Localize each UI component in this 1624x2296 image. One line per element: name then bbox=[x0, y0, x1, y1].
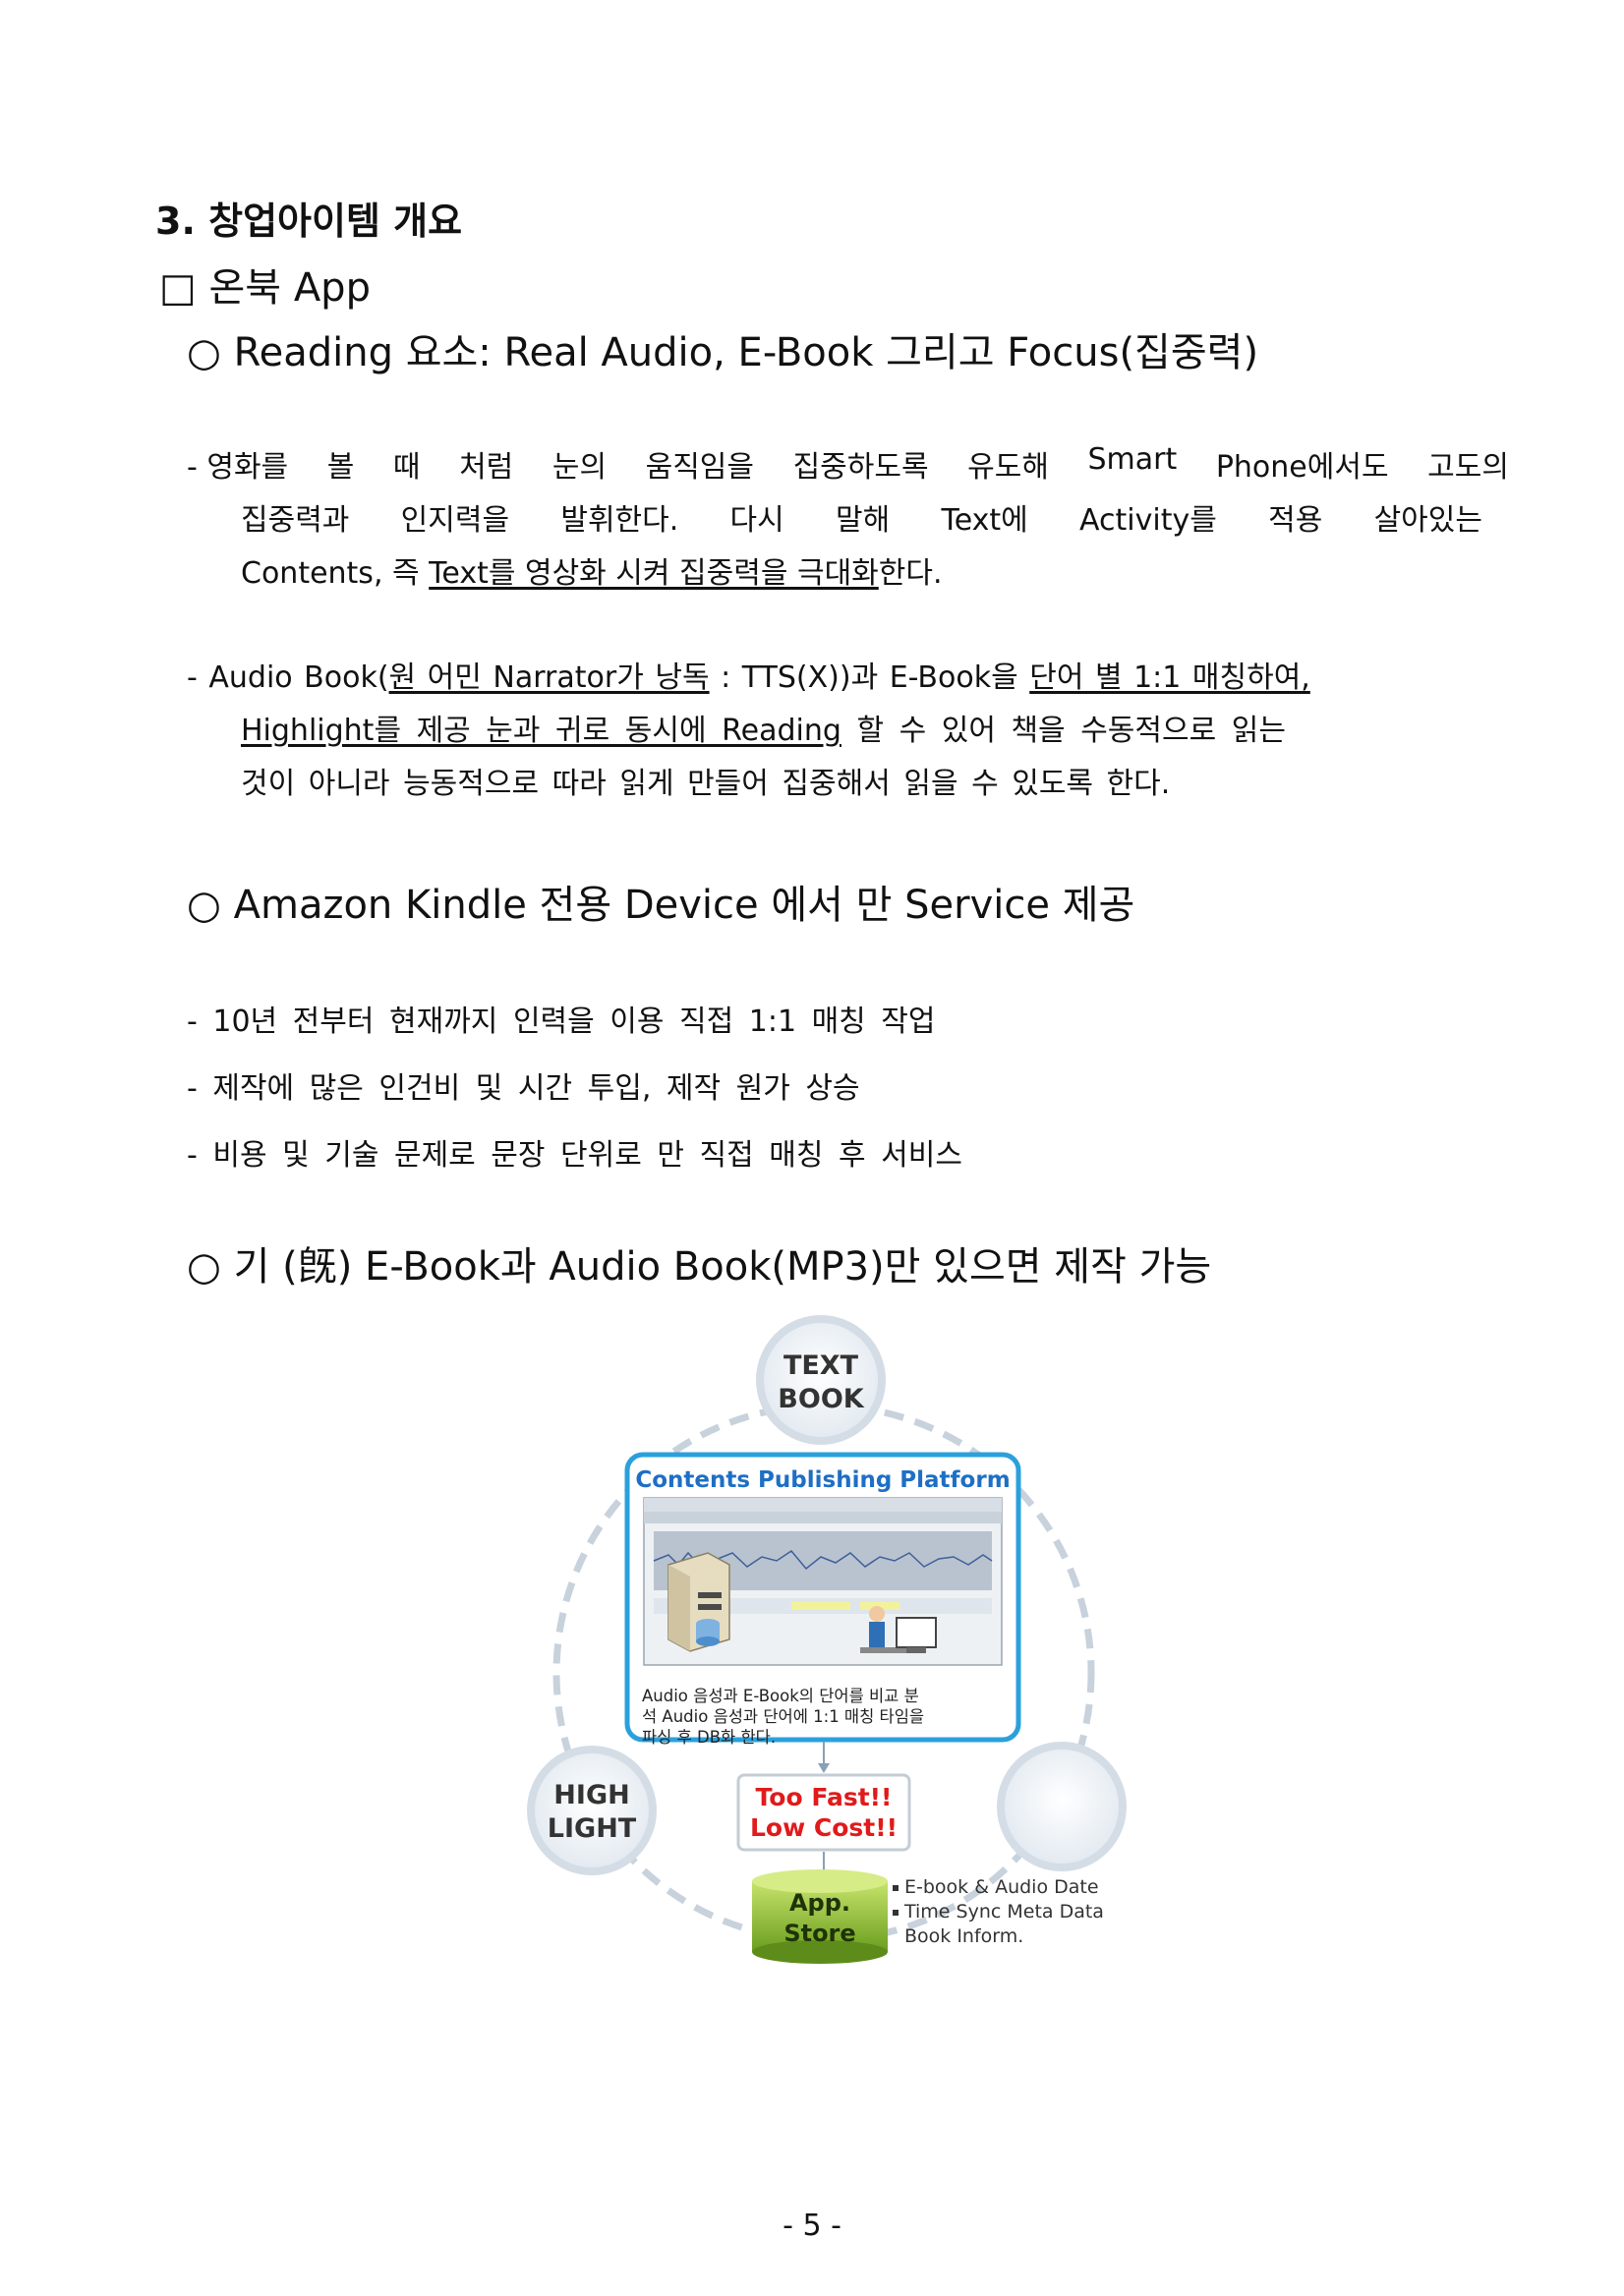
platform-desc-3: 파싱 후 DB화 한다. bbox=[642, 1728, 776, 1747]
para2-l1b: : TTS(X))과 E-Book을 bbox=[709, 660, 1030, 695]
app-store-legend: E-book & Audio Date Time Sync Meta Data … bbox=[893, 1876, 1104, 1947]
para1-line2-word: 말해 bbox=[836, 503, 891, 538]
app-store-label-1: App. bbox=[789, 1889, 850, 1917]
para1-line3: Contents, 즉 Text를 영상화 시켜 집중력을 극대화한다. bbox=[241, 548, 943, 592]
para2-line1: - Audio Book(원 어민 Narrator가 낭독 : TTS(X))… bbox=[187, 653, 1310, 696]
operator-icon bbox=[860, 1606, 937, 1653]
too-fast-label: Too Fast!! bbox=[756, 1783, 893, 1811]
highlight-label-1: HIGH bbox=[553, 1780, 629, 1810]
para1-line1-word: 볼 bbox=[326, 450, 355, 485]
para1-line1-word: - 영화를 bbox=[187, 450, 289, 485]
para1-line2-word: 발휘한다. bbox=[560, 503, 679, 538]
para1-line2: 집중력과 인지력을 발휘한다. 다시 말해 Text에 Activity를 적용 살아있는 bbox=[241, 495, 1482, 539]
too-fast-box: Too Fast!! Low Cost!! bbox=[736, 1773, 911, 1852]
legend-item-2: Time Sync Meta Data bbox=[903, 1901, 1104, 1923]
section-title: 3. 창업아이템 개요 bbox=[155, 200, 463, 243]
text-book-label-2: BOOK bbox=[778, 1384, 864, 1414]
app-store-cylinder: App. Store bbox=[752, 1869, 888, 1964]
app-store-label-2: Store bbox=[783, 1920, 855, 1947]
para2-l1a: - Audio Book( bbox=[187, 660, 389, 695]
para1-line1-word: 고도의 bbox=[1427, 450, 1509, 485]
para1-line2-word: 적용 bbox=[1268, 503, 1323, 538]
server-icon bbox=[667, 1552, 730, 1652]
para1-line1-word: 유도해 bbox=[967, 450, 1049, 485]
highlight-label-2: LIGHT bbox=[548, 1813, 637, 1844]
empty-node bbox=[997, 1742, 1127, 1871]
para2-narrator: 원 어민 Narrator가 낭독 bbox=[388, 660, 710, 695]
legend-item-1: E-book & Audio Date bbox=[904, 1876, 1099, 1898]
low-cost-label: Low Cost!! bbox=[750, 1813, 898, 1842]
highlight-node: HIGH LIGHT bbox=[527, 1746, 657, 1875]
platform-box: Contents Publishing Platform bbox=[624, 1452, 1021, 1747]
para1-line2-word: 인지력을 bbox=[400, 503, 510, 538]
platform-desc-1: Audio 음성과 E-Book의 단어를 비교 분 bbox=[642, 1687, 919, 1705]
para1-line1-word: 때 bbox=[392, 450, 421, 485]
para1-line2-word: Activity를 bbox=[1079, 503, 1217, 538]
para2-line3: 것이 아니라 능동적으로 따라 읽게 만들어 집중해서 읽을 수 있도록 한다. bbox=[241, 767, 1171, 801]
text-book-label-1: TEXT bbox=[783, 1350, 859, 1381]
para1-line1-word: 처럼 bbox=[459, 450, 514, 485]
para1-line1-word: 집중하도록 bbox=[792, 450, 929, 485]
para1-line3-post: 한다. bbox=[878, 556, 943, 591]
para1-line2-word: 살아있는 bbox=[1373, 503, 1482, 538]
platform-title: Contents Publishing Platform bbox=[635, 1467, 1010, 1493]
platform-diagram: TEXT BOOK HIGH LIGHT Contents Publishing… bbox=[527, 1315, 1127, 1964]
app-heading: □ 온북 App bbox=[159, 265, 371, 311]
para1-line1-word: Smart bbox=[1087, 442, 1178, 477]
para2-matching: 단어 별 1:1 매칭하여, bbox=[1029, 660, 1310, 695]
para1-line3-pre: Contents, 즉 bbox=[241, 556, 430, 591]
para2-l2rest: 할 수 있어 책을 수동적으로 읽는 bbox=[856, 714, 1286, 748]
para1-line2-word: 다시 bbox=[729, 503, 784, 538]
para2-line2: Highlight를 제공 눈과 귀로 동시에 Reading 할 수 있어 책… bbox=[241, 706, 1286, 749]
para1-line1-word: Phone에서도 bbox=[1215, 450, 1389, 485]
platform-desc-2: 석 Audio 음성과 단어에 1:1 매칭 타임을 bbox=[642, 1707, 924, 1726]
para1-line1-word: 움직임을 bbox=[645, 450, 755, 485]
para1-emphasis: Text를 영상화 시켜 집중력을 극대화 bbox=[429, 556, 879, 591]
point-production: ○ 기 (旣) E-Book과 Audio Book(MP3)만 있으면 제작 … bbox=[187, 1244, 1212, 1290]
bullet-1: - 10년 전부터 현재까지 인력을 이용 직접 1:1 매칭 작업 bbox=[187, 1004, 936, 1039]
para1-line1-word: 눈의 bbox=[551, 450, 608, 485]
waveform-screenshot bbox=[643, 1497, 1003, 1666]
point-reading: ○ Reading 요소: Real Audio, E-Book 그리고 Foc… bbox=[187, 330, 1259, 375]
page-number: - 5 - bbox=[783, 2209, 841, 2243]
para1-line1: - 영화를 볼 때 처럼 눈의 움직임을 집중하도록 유도해 Smart Phone에서도 고도의 bbox=[187, 442, 1509, 486]
bullet-2: - 제작에 많은 인건비 및 시간 투입, 제작 원가 상승 bbox=[187, 1071, 860, 1106]
para1-line2-word: Text에 bbox=[941, 503, 1028, 538]
bullet-3: - 비용 및 기술 문제로 문장 단위로 만 직접 매칭 후 서비스 bbox=[187, 1138, 962, 1173]
legend-item-3: Book Inform. bbox=[904, 1925, 1023, 1947]
para1-line2-word: 집중력과 bbox=[241, 503, 350, 538]
point-kindle: ○ Amazon Kindle 전용 Device 에서 만 Service 제… bbox=[187, 883, 1135, 928]
text-book-node: TEXT BOOK bbox=[756, 1315, 886, 1445]
para2-highlight: Highlight를 제공 눈과 귀로 동시에 Reading bbox=[241, 714, 841, 748]
